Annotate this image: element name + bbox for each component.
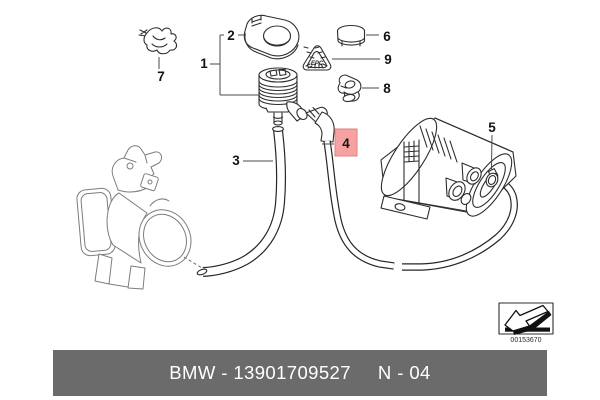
hose-clamp <box>485 168 499 188</box>
callout-4-highlight-box[interactable] <box>334 128 358 157</box>
callout-8[interactable]: 8 <box>383 81 391 96</box>
callout-4[interactable]: 4 <box>342 136 350 151</box>
callout-2[interactable]: 2 <box>227 28 235 43</box>
throttle-body <box>76 145 192 290</box>
vent-valve <box>258 67 308 126</box>
hose-3 <box>196 126 287 277</box>
rubber-cap <box>336 24 366 47</box>
callout-5[interactable]: 5 <box>488 120 496 135</box>
footer-part-number: BMW - 13901709527 <box>169 362 351 383</box>
assembly-dash-line <box>183 256 203 269</box>
stamp-number: 00153670 <box>510 337 541 344</box>
callout-6[interactable]: 6 <box>383 29 391 44</box>
clip-holder <box>337 74 362 103</box>
hose-4-elbow[interactable] <box>305 106 518 271</box>
holder-ring <box>243 14 300 60</box>
callout-7[interactable]: 7 <box>157 69 165 84</box>
revision-stamp: 00153670 <box>498 302 554 344</box>
callout-1[interactable]: 1 <box>200 56 208 71</box>
spring-clip <box>138 27 178 55</box>
callout-9[interactable]: 9 <box>384 52 392 67</box>
footer-bar: BMW - 13901709527 N - 04 <box>53 350 547 396</box>
callouts: 7 2 1 3 6 9 8 5 4 <box>157 28 496 170</box>
callout-3[interactable]: 3 <box>232 153 240 168</box>
triangle-code: EPC <box>311 61 324 67</box>
arrow-base-bar <box>505 327 550 332</box>
canister <box>380 117 517 220</box>
warning-triangle: EPC <box>302 45 332 71</box>
change-arrow-icon <box>504 304 549 332</box>
footer-sheet-ref: N - 04 <box>377 362 431 383</box>
